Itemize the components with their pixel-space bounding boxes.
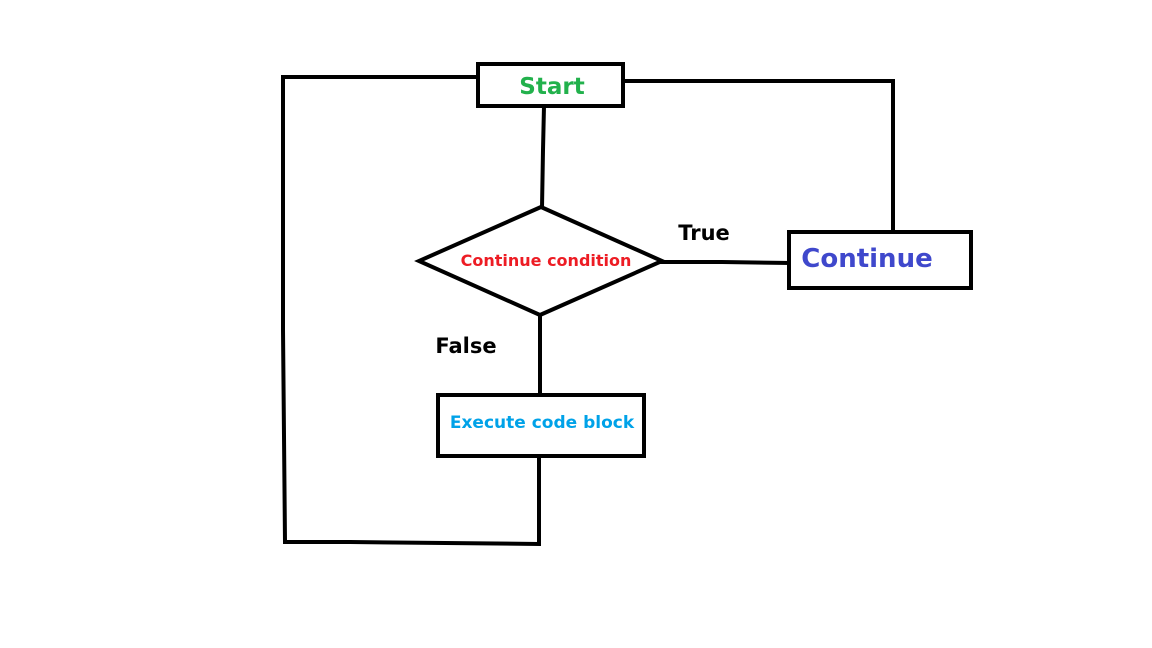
start-box <box>476 62 625 108</box>
continue-label: Continue <box>801 244 932 274</box>
false-edge-label: False <box>435 334 496 358</box>
execute-box <box>436 393 646 458</box>
continue-node: Continue <box>787 230 973 290</box>
condition-node: Continue condition <box>414 204 667 318</box>
execute-label: Execute code block <box>450 413 635 433</box>
condition-label: Continue condition <box>461 251 632 270</box>
continue-box <box>787 230 973 290</box>
connector-continue-to-start <box>621 79 895 234</box>
true-edge-label: True <box>678 221 730 245</box>
condition-diamond <box>414 204 667 318</box>
execute-node: Execute code block <box>436 393 646 458</box>
connector-start-to-condition <box>539 103 547 211</box>
connector-condition-to-continue <box>660 260 792 266</box>
connectors <box>281 75 895 547</box>
start-node: Start <box>476 62 625 108</box>
start-label: Start <box>519 74 584 100</box>
connector-execute-to-start <box>281 75 541 547</box>
